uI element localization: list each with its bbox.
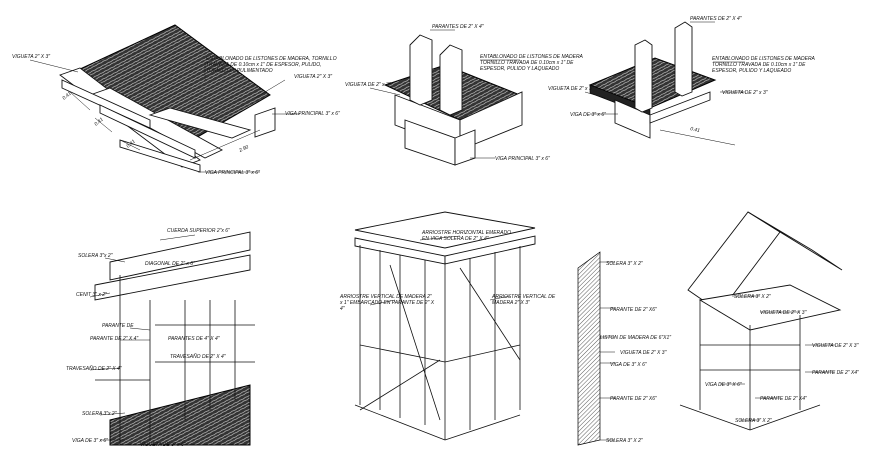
label-parante-7-low: PARANTE DE 2" X4" — [760, 396, 807, 402]
label-vigueta-6: VIGUETA DE 2" X 3" — [620, 350, 667, 356]
label-entablado: ENTABLONADO DE LISTONES DE MADERA, TORNI… — [206, 56, 338, 74]
label-travesano-4x4: TRAVESAÑO DE 2" X 4" — [170, 353, 226, 360]
drawing-floor-deck: VIGUETA 2" X 3" ENTABLONADO DE LISTONES … — [12, 24, 340, 176]
label-solera-bottom-4: SOLERA 3"x 2" — [82, 411, 117, 417]
drawing-interior-frame: CUERDA SUPERIOR 2"x 6" SOLERA 3"x 2" DIA… — [66, 228, 255, 448]
drawing-post-detail: PARANTES DE 2" X 4" ENTABLONADO DE LISTO… — [345, 24, 584, 166]
label-solera-top-6: SOLERA 3" X 2" — [606, 261, 643, 267]
drawing-wall-section: SOLERA 3" X 2" PARANTE DE 2" X6" LISTON … — [577, 251, 671, 446]
dim-3: 0.41 — [125, 139, 136, 150]
label-parante-de: PARANTE DE — [102, 323, 134, 329]
label-cuerda-superior: CUERDA SUPERIOR 2"x 6" — [167, 228, 230, 234]
label-solera-bottom-6: SOLERA 3" X 2" — [606, 438, 643, 444]
drawing-wall-corner: ARRIOSTRE HORIZONTAL EMERADO EN VIGA SOL… — [339, 211, 557, 441]
label-parantes-4x4: PARANTES DE 4" X 4" — [168, 336, 220, 342]
drawing-deck-posts: PARANTES DE 2" X 4" ENTABLONADO DE LISTO… — [548, 16, 816, 146]
label-liston: LISTON DE MADERA DE 6"X1" — [600, 335, 671, 341]
label-vigueta-2b: VIGUETA DE 2" x 3" — [345, 82, 391, 88]
dim-4: 2.90 — [237, 144, 249, 154]
label-arriostre-vertical-left: ARRIOSTRE VERTICAL DE MADERA 2" x 1" EMB… — [339, 294, 435, 312]
drawing-gable-frame: SOLERA 3" X 2" VIGUETA DE 2" X 3" VIGUET… — [679, 211, 859, 431]
label-vigueta-2: VIGUETA 2" X 3" — [294, 74, 332, 80]
label-viga-principal-2: VIGA PRINCIPAL 3" x 6" — [495, 156, 550, 162]
label-vigueta-3-right: VIGUETA DE 2" x 3" — [722, 90, 768, 96]
label-arriostre-vertical-right: ARRIOSTRE VERTICAL DE MADERA 2" X 3" — [491, 294, 557, 306]
label-parantes-2: PARANTES DE 2" X 4" — [432, 24, 484, 30]
label-viga-3x6-4: VIGA DE 3" x 6" — [72, 438, 108, 444]
label-solera-bottom-7: SOLERA 3" X 2" — [735, 418, 772, 424]
label-vigueta-3-left: VIGUETA DE 2" x 3" — [548, 86, 594, 92]
label-cenit: CENIT 3" x 2" — [76, 292, 107, 298]
label-parante-3x6: PARANTE DE 2" X6" — [610, 307, 657, 313]
label-solera-top-7: SOLERA 3" X 2" — [734, 294, 771, 300]
dim-1: 0.41 — [61, 91, 72, 102]
label-parante-2x6: PARANTE DE 2" X6" — [610, 396, 657, 402]
label-parante-7: PARANTE DE 2" X4" — [812, 370, 859, 376]
dim-2: 0.41 — [93, 117, 104, 128]
label-travesano-left: TRAVESAÑO DE 2" X 4" — [66, 365, 122, 372]
label-arriostre-horizontal: ARRIOSTRE HORIZONTAL EMERADO EN VIGA SOL… — [421, 230, 512, 242]
label-viga-7: VIGA DE 3" X 6" — [705, 382, 742, 388]
label-parantes-3: PARANTES DE 2" X 4" — [690, 16, 742, 22]
label-viga-6: VIGA DE 3" X 6" — [610, 362, 647, 368]
label-parante-2x4: PARANTE DE 2" X 4" — [90, 336, 138, 342]
label-viga-principal-b: VIGA PRINCIPAL 3" x 6" — [205, 170, 260, 176]
label-entablado-3: ENTABLONADO DE LISTONES DE MADERA TORNIL… — [712, 56, 816, 74]
label-vigueta-7b: VIGUETA DE 2" X 3" — [812, 343, 859, 349]
label-viga-3: VIGA DE 3" x 6" — [570, 112, 606, 118]
label-vigueta-3x6-4: VIGUETA DE 3" x 6" — [140, 442, 186, 448]
label-vigueta: VIGUETA 2" X 3" — [12, 54, 50, 60]
label-viga-principal-a: VIGA PRINCIPAL 3" x 6" — [285, 111, 340, 117]
label-entablado-2: ENTABLONADO DE LISTONES DE MADERA TORNIL… — [480, 54, 584, 72]
label-solera-4: SOLERA 3"x 2" — [78, 253, 113, 259]
label-vigueta-7a: VIGUETA DE 2" X 3" — [760, 310, 807, 316]
dim-3a: 0.41 — [690, 126, 701, 134]
label-diagonal: DIAGONAL DE 2" x 6" — [145, 261, 195, 267]
